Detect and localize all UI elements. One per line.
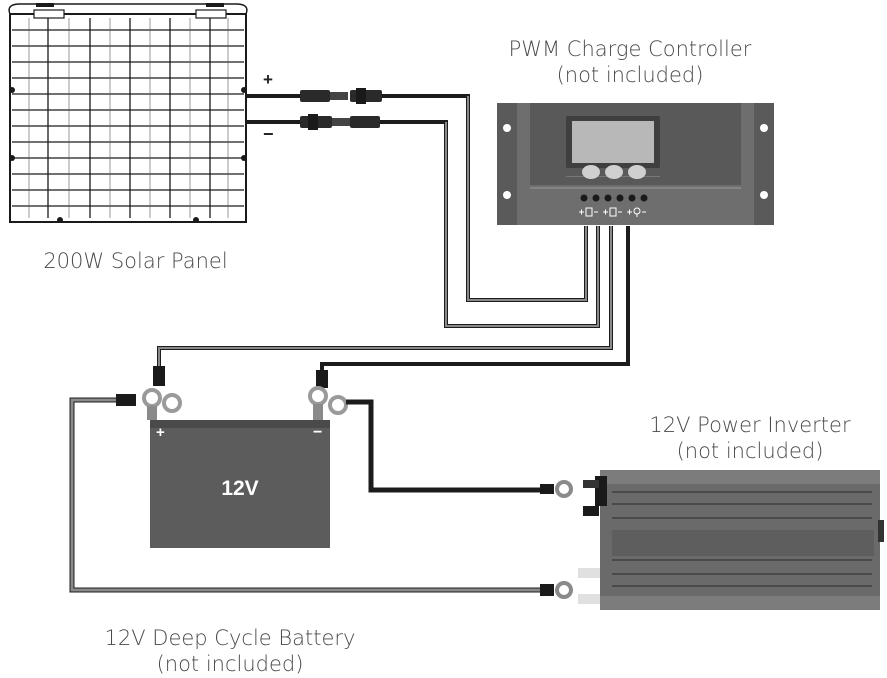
- controller-battery-positive-wire: [153, 226, 613, 386]
- battery-label: 12V Deep Cycle Battery (not included): [60, 625, 400, 677]
- charge-controller: [497, 103, 774, 225]
- solar-panel-label: 200W Solar Panel: [8, 248, 263, 274]
- inverter-label-line2: (not included): [676, 439, 824, 463]
- power-inverter: [578, 470, 884, 610]
- battery-label-line1: 12V Deep Cycle Battery: [104, 626, 356, 650]
- inverter-label: 12V Power Inverter (not included): [610, 412, 887, 464]
- battery-12v: [142, 386, 348, 548]
- pv-negative-wire: [246, 114, 600, 328]
- pv-positive-wire: [246, 88, 588, 302]
- controller-label-line2: (not included): [556, 63, 704, 87]
- panel-negative-symbol: −: [263, 124, 274, 144]
- controller-label-line1: PWM Charge Controller: [508, 37, 752, 61]
- battery-inverter-negative-wire: [346, 399, 573, 498]
- battery-label-line2: (not included): [156, 652, 304, 676]
- battery-positive-symbol: +: [156, 424, 165, 441]
- panel-positive-symbol: +: [263, 70, 273, 89]
- solar-panel: [8, 3, 248, 223]
- battery-negative-symbol: −: [313, 424, 323, 441]
- solar-panel-label-text: 200W Solar Panel: [43, 249, 228, 273]
- controller-battery-negative-wire: [316, 226, 630, 388]
- controller-label: PWM Charge Controller (not included): [470, 36, 790, 88]
- battery-inverter-positive-wire: [69, 394, 573, 599]
- battery-voltage-label: 12V: [221, 477, 259, 500]
- inverter-label-line1: 12V Power Inverter: [649, 413, 851, 437]
